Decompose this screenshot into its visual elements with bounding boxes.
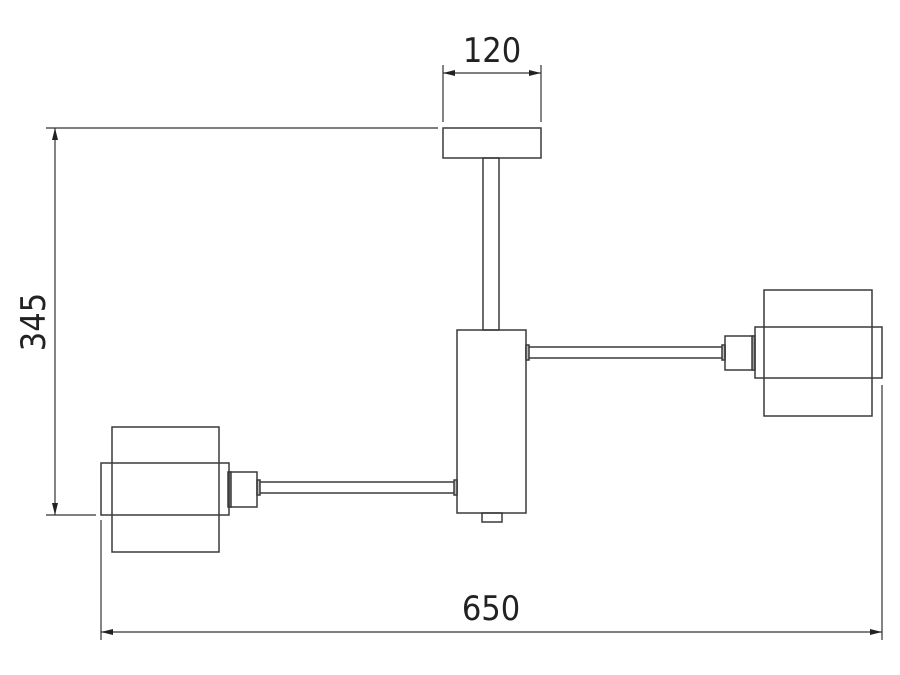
right-shade-inner: [754, 326, 883, 379]
right-socket: [724, 335, 754, 371]
left-arm: [257, 481, 458, 494]
right-shade-outer: [763, 289, 873, 417]
dim-label-345: 345: [14, 293, 54, 351]
central-body: [456, 329, 527, 514]
dim-label-120: 120: [463, 31, 521, 71]
right-arm: [525, 346, 726, 359]
left-socket: [228, 471, 258, 508]
dim-label-650: 650: [462, 589, 520, 629]
stem: [482, 157, 500, 331]
canopy: [442, 127, 542, 159]
bottom-knob: [481, 512, 503, 523]
left-shade-inner: [100, 462, 230, 516]
left-shade-outer: [111, 426, 220, 553]
